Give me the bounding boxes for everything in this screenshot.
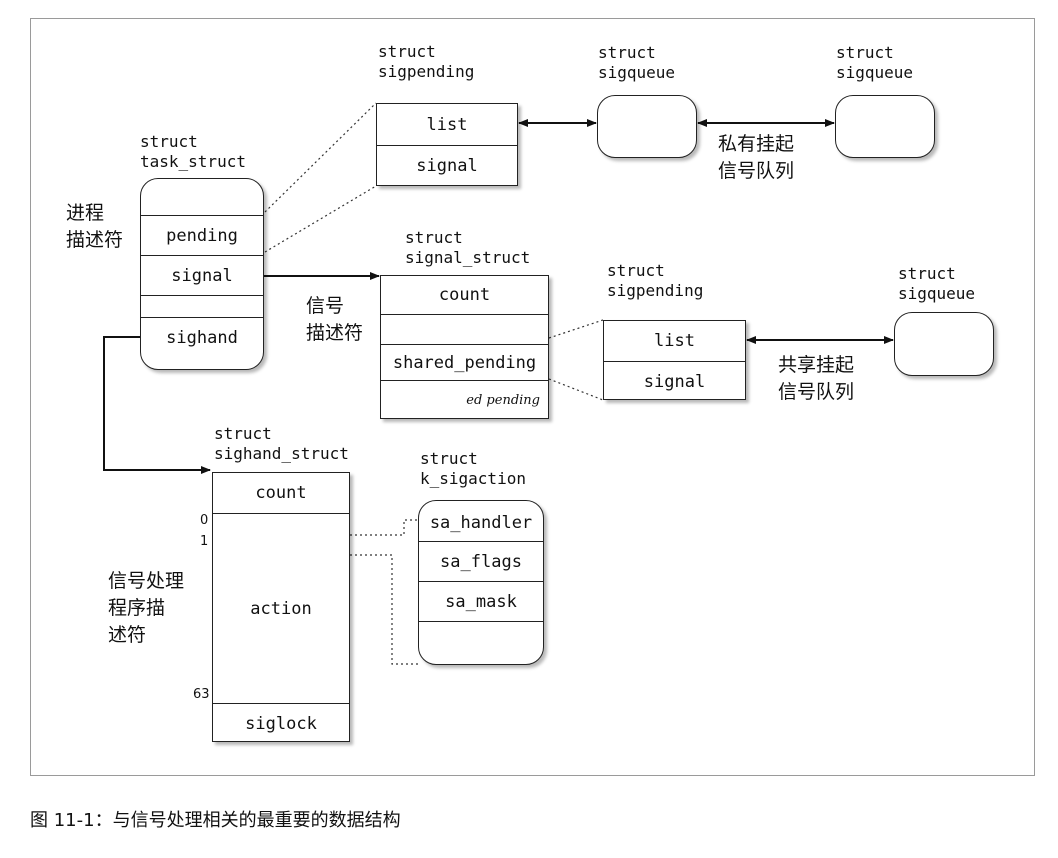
action-index-0: 0 <box>200 513 209 528</box>
sigqueue-3-title: struct sigqueue <box>898 264 976 303</box>
k-sigaction-field-blank <box>419 621 543 665</box>
k-sigaction-field-sa-handler: sa_handler <box>429 513 533 533</box>
dotted-shared-top <box>548 319 604 339</box>
sigqueue-3-box <box>894 312 994 376</box>
action-index-63: 63 <box>193 687 210 702</box>
sigqueue-2-box <box>835 95 935 158</box>
sighand-struct-title: struct sighand_struct <box>214 424 349 463</box>
shared-queue-label: 共享挂起 信号队列 <box>778 354 855 403</box>
sigpending-shared-field-list: list <box>654 331 695 351</box>
task-struct-field-signal: signal <box>141 255 263 295</box>
dotted-shared-bottom <box>548 378 604 401</box>
k-sigaction-field-sa-mask: sa_mask <box>419 581 543 621</box>
sigpending-shared-field-signal: signal <box>604 361 745 401</box>
dotted-link-top <box>264 102 377 213</box>
sigpending-private-field-signal: signal <box>377 145 517 186</box>
sigpending-private-title: struct sigpending <box>378 42 475 81</box>
sigpending-private-box: list signal <box>376 103 518 186</box>
task-struct-field-pending: pending <box>141 215 263 255</box>
sighand-struct-box: count action siglock <box>212 472 350 742</box>
signal-struct-description: 信号 描述符 <box>306 295 364 344</box>
signal-struct-field-shared-pending: shared_pending <box>381 344 548 380</box>
task-struct-title: struct task_struct <box>140 132 246 171</box>
k-sigaction-title: struct k_sigaction <box>420 449 526 488</box>
figure-caption: 图 11-1：与信号处理相关的最重要的数据结构 <box>30 810 401 831</box>
dotted-slot0-to-k-sigaction <box>350 519 418 536</box>
sigqueue-1-box <box>597 95 697 158</box>
signal-struct-field-blank <box>381 314 548 344</box>
task-struct-description: 进程 描述符 <box>66 202 124 251</box>
sighand-struct-field-siglock: siglock <box>213 703 349 743</box>
sighand-struct-description: 信号处理 程序描 述符 <box>108 570 185 646</box>
sigpending-private-field-list: list <box>426 114 468 135</box>
sigqueue-1-title: struct sigqueue <box>598 43 676 82</box>
sighand-struct-field-count: count <box>255 483 307 503</box>
dotted-link-bottom <box>264 185 377 253</box>
dotted-slot1-to-k-sigaction <box>350 554 418 665</box>
sigpending-shared-title: struct sigpending <box>607 261 704 300</box>
sighand-struct-field-action: action <box>213 513 349 703</box>
signal-struct-title: struct signal_struct <box>405 228 531 267</box>
task-struct-box: pending signal sighand <box>140 178 264 370</box>
sigpending-shared-box: list signal <box>603 320 746 400</box>
signal-struct-field-ed-pending: ed pending <box>381 380 548 420</box>
private-queue-label: 私有挂起 信号队列 <box>718 133 795 182</box>
sigqueue-2-title: struct sigqueue <box>836 43 914 82</box>
task-struct-field-blank <box>141 295 263 317</box>
signal-struct-field-count: count <box>438 285 491 305</box>
k-sigaction-box: sa_handler sa_flags sa_mask <box>418 500 544 665</box>
k-sigaction-field-sa-flags: sa_flags <box>419 541 543 581</box>
task-struct-field-sighand: sighand <box>141 317 263 357</box>
action-index-1: 1 <box>200 534 209 549</box>
arrow-sighand-to-sighand-struct <box>103 336 211 474</box>
signal-struct-box: count shared_pending ed pending <box>380 275 549 419</box>
